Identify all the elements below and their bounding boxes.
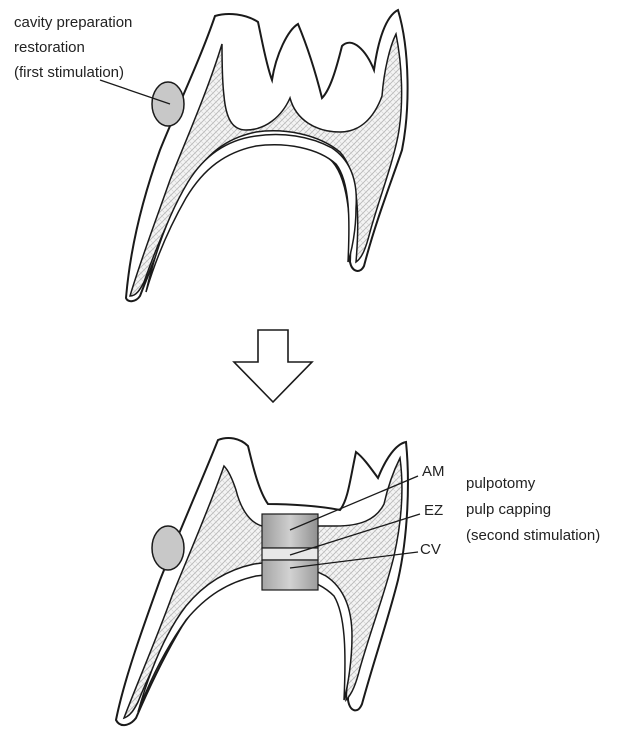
ez-layer [262,548,318,560]
tooth-after-treatment [116,438,420,725]
label-ez: EZ [424,502,443,519]
label-am: AM [422,463,445,480]
layer-labels: AM EZ CV [420,463,445,558]
cv-layer [262,560,318,590]
annotation-line-second-stimulation: (second stimulation) [466,527,600,544]
annotation-line-cavity-preparation: cavity preparation [14,14,132,31]
annotation-line-pulpotomy: pulpotomy [466,475,536,492]
down-arrow [234,330,312,402]
annotation-line-restoration: restoration [14,39,85,56]
bottom-annotation: pulpotomy pulp capping (second stimulati… [466,475,600,544]
annotation-line-first-stimulation: (first stimulation) [14,64,124,81]
top-annotation: cavity preparation restoration (first st… [14,14,132,81]
tooth-before-treatment [100,10,408,301]
label-cv: CV [420,541,441,558]
restoration-bottom [152,526,184,570]
annotation-line-pulp-capping: pulp capping [466,501,551,518]
am-layer [262,514,318,548]
